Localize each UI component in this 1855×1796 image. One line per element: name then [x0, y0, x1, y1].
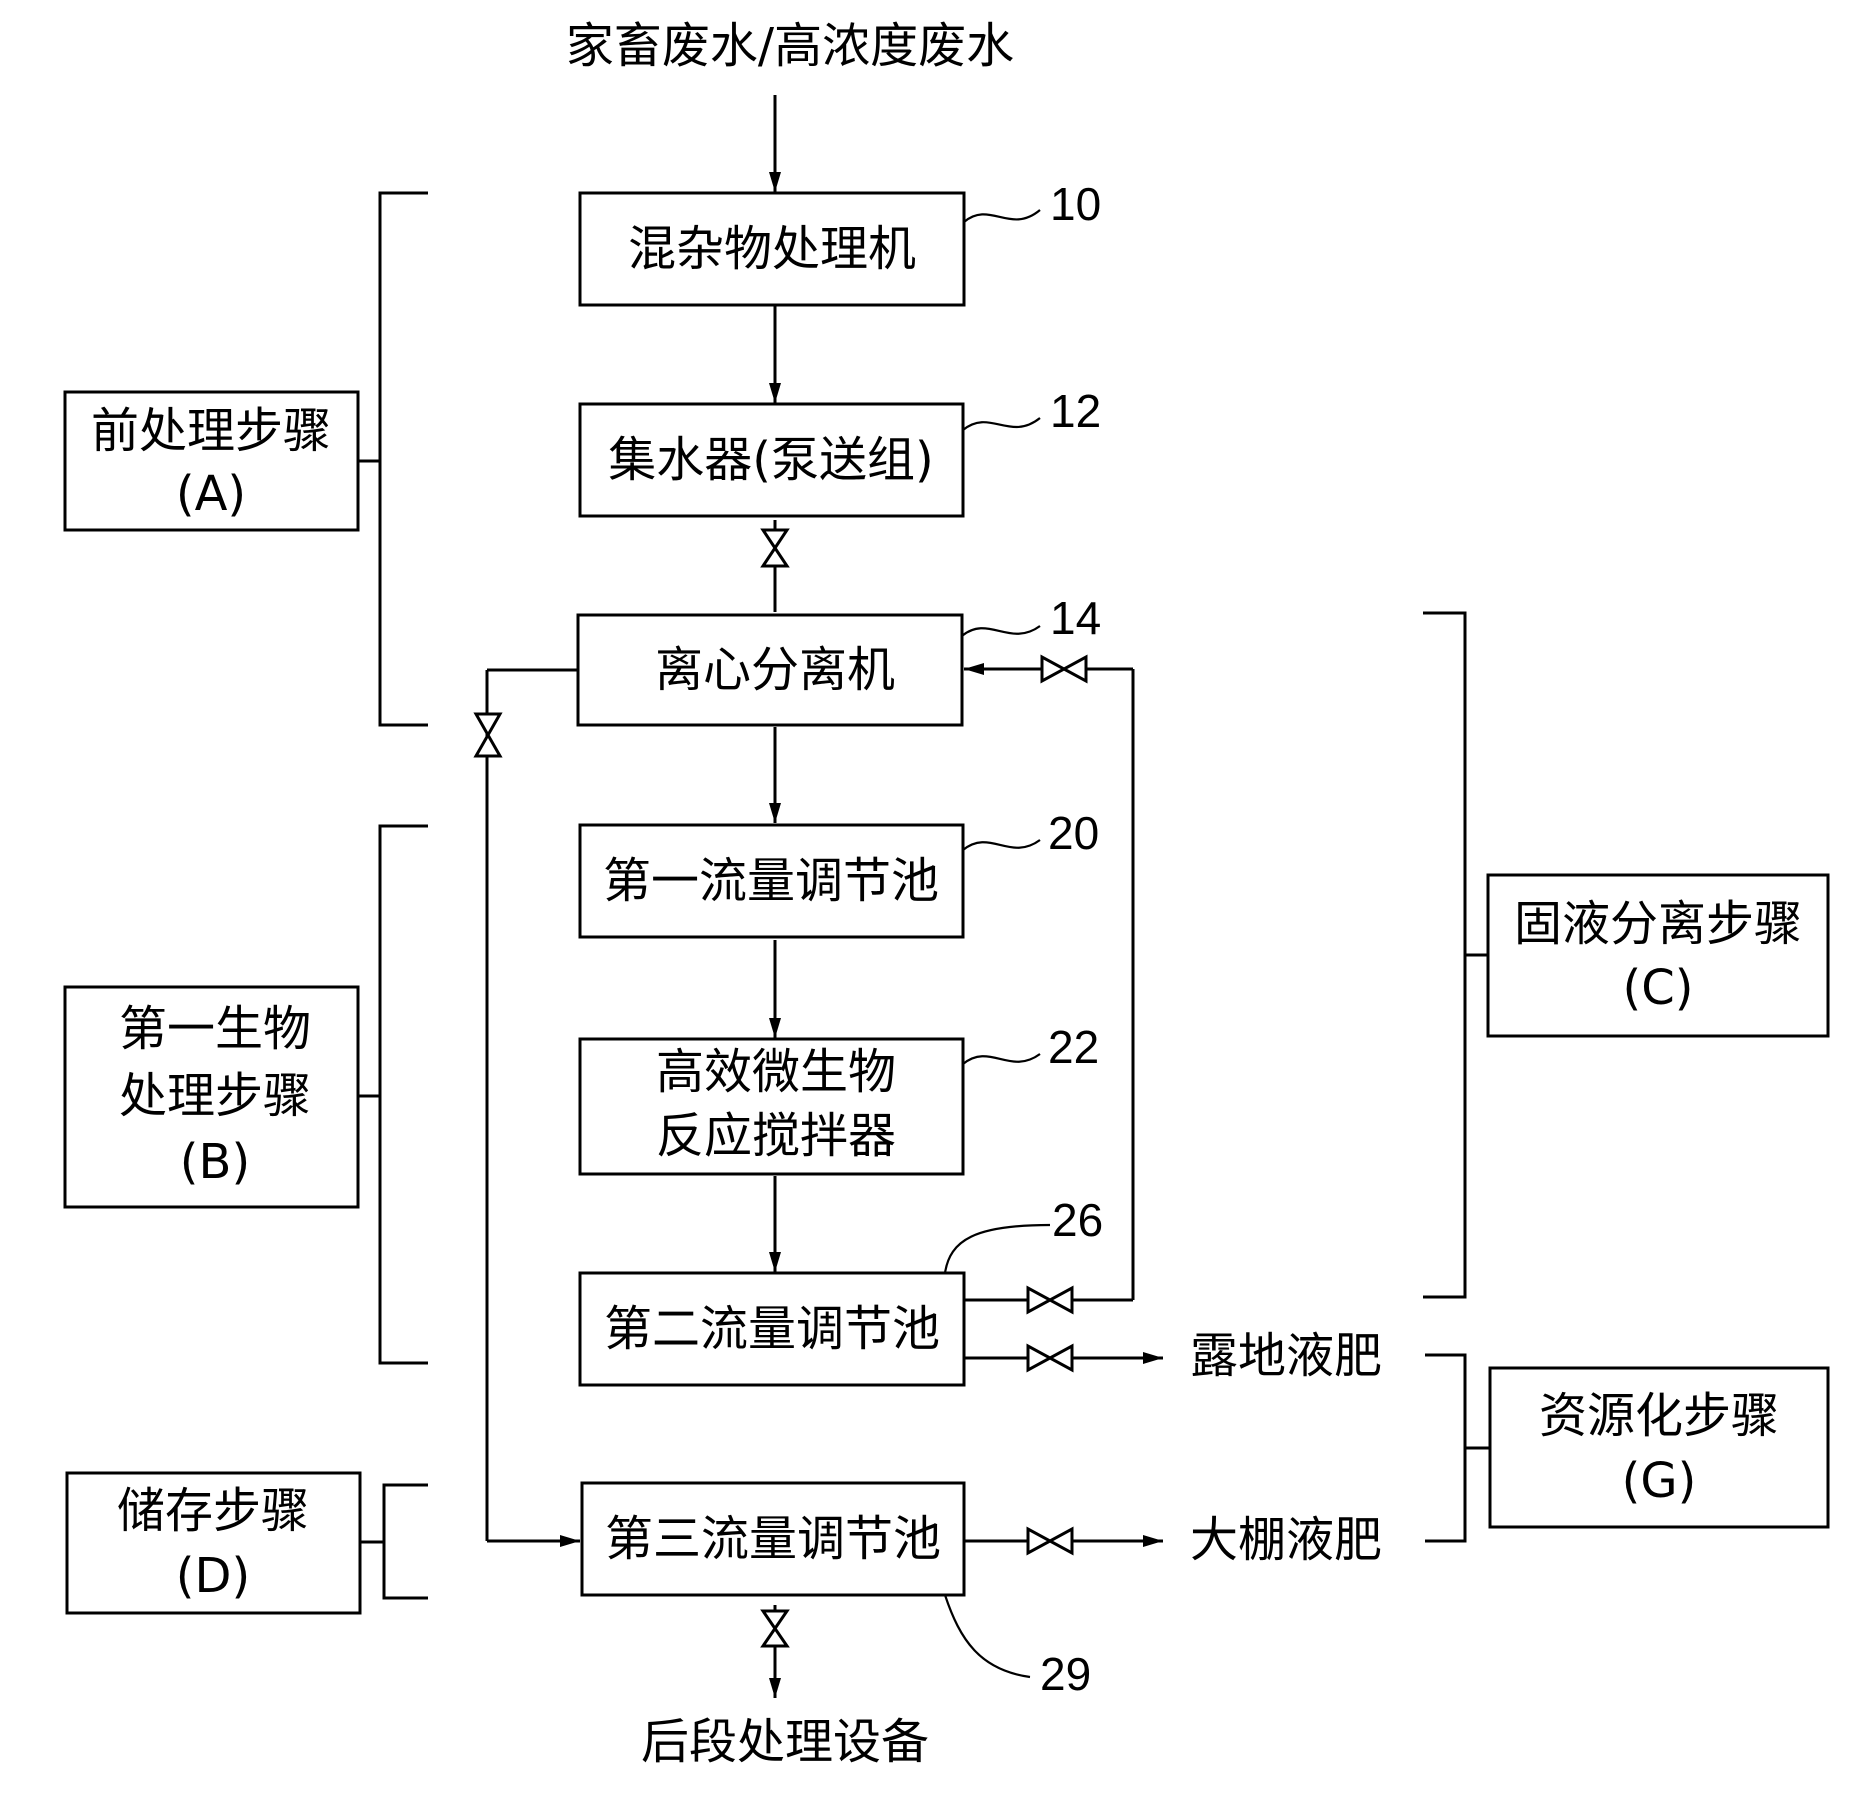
step-b-line1: 第一生物: [119, 1001, 311, 1057]
ref-12: 12: [1050, 385, 1101, 437]
unit-10-label: 混杂物处理机: [628, 221, 916, 277]
step-g-line2: (G): [1622, 1453, 1697, 1509]
unit-14-label: 离心分离机: [655, 642, 895, 698]
unit-22: 高效微生物 反应搅拌器: [578, 1037, 965, 1176]
input-label: 家畜废水/高浓度废水: [566, 18, 1014, 74]
step-g: 资源化步骤 (G): [1488, 1366, 1830, 1529]
step-b-line2: 处理步骤: [119, 1068, 311, 1124]
ref-26: 26: [1052, 1194, 1103, 1246]
step-d-line1: 储存步骤: [117, 1483, 309, 1539]
unit-26-label: 第二流量调节池: [604, 1301, 940, 1357]
valve-bypass: [473, 712, 503, 758]
unit-29-label: 第三流量调节池: [605, 1511, 941, 1567]
unit-20-label: 第一流量调节池: [603, 853, 939, 909]
bracket-a: [358, 191, 428, 727]
product-open-field: 露地液肥: [1190, 1328, 1382, 1384]
step-a: 前处理步骤 (A): [63, 390, 360, 532]
ref-20: 20: [1048, 807, 1099, 859]
bracket-g: [1425, 1353, 1490, 1543]
leader-14: [961, 625, 1041, 637]
step-d-line2: (D): [176, 1548, 250, 1604]
step-a-line2: (A): [176, 466, 246, 522]
leader-26: [943, 1223, 1051, 1274]
unit-26: 第二流量调节池: [578, 1271, 966, 1387]
ref-22: 22: [1048, 1021, 1099, 1073]
step-g-line1: 资源化步骤: [1539, 1388, 1779, 1444]
ref-29: 29: [1040, 1648, 1091, 1700]
unit-10: 混杂物处理机: [578, 191, 966, 307]
leader-10: [963, 209, 1041, 223]
valve-29-output: [760, 1609, 790, 1648]
unit-12: 集水器(泵送组): [578, 402, 965, 518]
step-c-line2: (C): [1623, 960, 1694, 1016]
valve-return-bottom: [1026, 1285, 1074, 1315]
output-label: 后段处理设备: [641, 1714, 929, 1770]
step-c-line1: 固液分离步骤: [1514, 896, 1802, 952]
bracket-b: [358, 824, 428, 1365]
ref-14: 14: [1050, 592, 1101, 644]
step-b-line3: (B): [180, 1134, 250, 1190]
valve-return-top: [1040, 654, 1088, 684]
leader-22: [962, 1053, 1041, 1065]
step-c: 固液分离步骤 (C): [1486, 873, 1830, 1038]
bracket-d: [360, 1483, 428, 1600]
valve-open-field: [1026, 1343, 1074, 1373]
step-a-line1: 前处理步骤: [91, 403, 331, 459]
leader-12: [962, 417, 1041, 431]
valve-12-14: [760, 528, 790, 568]
leader-20: [962, 839, 1041, 851]
unit-12-label: 集水器(泵送组): [608, 432, 933, 488]
step-d: 储存步骤 (D): [65, 1471, 362, 1615]
unit-22-label-line2: 反应搅拌器: [656, 1108, 896, 1164]
step-b: 第一生物 处理步骤 (B): [63, 985, 360, 1209]
unit-14: 离心分离机: [576, 613, 964, 727]
product-greenhouse: 大棚液肥: [1190, 1512, 1382, 1568]
ref-10: 10: [1050, 178, 1101, 230]
valve-greenhouse: [1026, 1526, 1074, 1556]
unit-20: 第一流量调节池: [578, 823, 965, 939]
leader-29: [943, 1594, 1031, 1679]
bracket-c: [1423, 611, 1488, 1299]
unit-22-label-line1: 高效微生物: [656, 1044, 896, 1100]
unit-29: 第三流量调节池: [580, 1481, 966, 1597]
